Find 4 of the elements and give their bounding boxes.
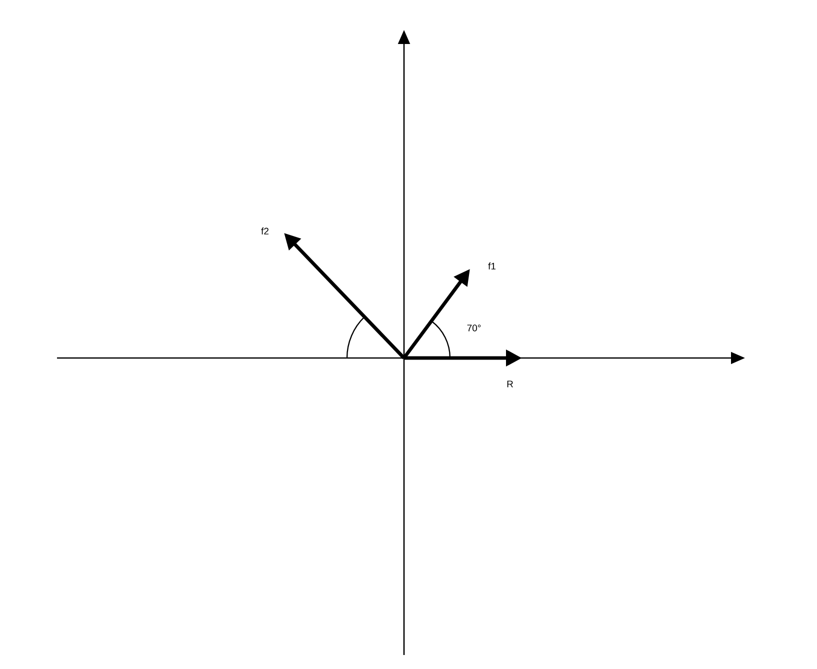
vector-label: R bbox=[507, 380, 513, 388]
angle-label: 70° bbox=[467, 324, 481, 332]
vector-label: f2 bbox=[261, 228, 268, 234]
vector-label: f1 bbox=[488, 262, 496, 270]
